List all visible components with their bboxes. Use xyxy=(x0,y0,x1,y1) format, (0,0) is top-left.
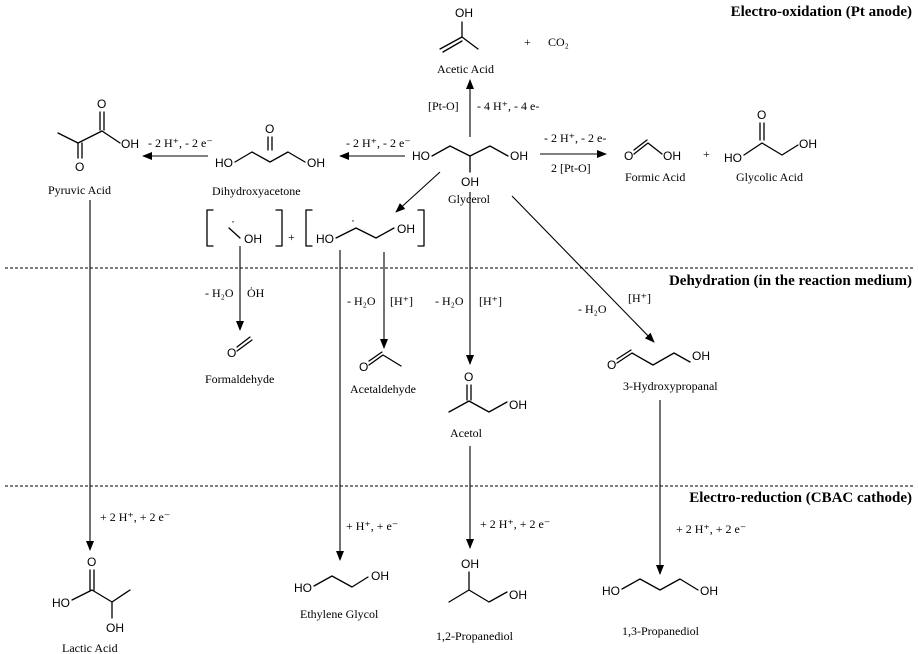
pd13-oh: OH xyxy=(700,584,718,598)
formaldehyde-structure: O xyxy=(227,336,253,360)
formaldehyde-label: Formaldehyde xyxy=(205,372,274,386)
formic-o: O xyxy=(624,149,633,163)
radical-oh-2: OH xyxy=(397,222,415,236)
arrow-to-radicals xyxy=(395,171,441,213)
acetol-structure: O OH xyxy=(448,370,527,413)
eg-ho: HO xyxy=(294,581,312,595)
dihydroxyacetone-label: Dihydroxyacetone xyxy=(212,184,301,198)
glycerol-label: Glycerol xyxy=(448,192,491,206)
lactic-oh: OH xyxy=(106,621,124,635)
acetol-o: O xyxy=(464,370,473,384)
propanediol-13-structure: HO OH xyxy=(602,578,718,598)
pyruvic-o-bottom: O xyxy=(75,160,84,174)
pyruvic-acid-label: Pyruvic Acid xyxy=(48,183,111,197)
glycerol-structure: HO OH OH xyxy=(412,145,528,189)
dha-ho: HO xyxy=(215,156,233,170)
ethylene-glycol-structure: HO OH xyxy=(294,569,389,595)
dihydroxyacetone-structure: O HO OH xyxy=(215,122,325,170)
cond-acetol-h: [H⁺] xyxy=(479,294,502,308)
plus-glycolic: + xyxy=(703,147,710,161)
dha-o: O xyxy=(265,122,274,136)
cond-13-propanediol: + 2 H⁺, + 2 e⁻ xyxy=(676,522,746,536)
acetic-acid-label: Acetic Acid xyxy=(437,62,494,76)
hydroxypropanal-label: 3-Hydroxypropanal xyxy=(623,379,718,393)
acetaldehyde-label: Acetaldehyde xyxy=(350,382,416,396)
cond-formic-pto: 2 [Pt-O] xyxy=(551,161,591,175)
radical-oh-1: OH xyxy=(244,232,262,246)
glycolic-oh: OH xyxy=(799,137,817,151)
lactic-acid-structure: O HO OH xyxy=(52,555,131,635)
cond-acetic-h: - 4 H⁺, - 4 e- xyxy=(477,99,539,113)
cond-formaldehyde-h2o: - H₂O xyxy=(205,286,234,300)
lactic-acid-label: Lactic Acid xyxy=(62,641,118,654)
hp-oh: OH xyxy=(692,349,710,363)
lactic-ho: HO xyxy=(52,596,70,610)
cond-acetic-pto: [Pt-O] xyxy=(428,99,459,113)
radical-bracket-2: HO · OH xyxy=(305,209,425,247)
hp-o: O xyxy=(607,358,616,372)
pd12-oh-top: OH xyxy=(461,557,479,571)
glycerol-ho-left: HO xyxy=(412,149,430,163)
section-title-reduction: Electro-reduction (CBAC cathode) xyxy=(689,490,912,506)
pd12-oh-right: OH xyxy=(509,588,527,602)
acetaldehyde-o: O xyxy=(359,360,368,374)
acetic-oh: OH xyxy=(455,6,473,20)
section-title-dehydration: Dehydration (in the reaction medium) xyxy=(669,273,912,289)
ethylene-glycol-label: Ethylene Glycol xyxy=(300,607,379,621)
glycolic-acid-label: Glycolic Acid xyxy=(736,170,803,184)
section-title-oxidation: Electro-oxidation (Pt anode) xyxy=(731,4,912,20)
glycolic-o: O xyxy=(757,108,766,122)
propanediol-12-structure: OH OH xyxy=(448,557,527,603)
pd13-ho: HO xyxy=(602,584,620,598)
acetaldehyde-structure: O xyxy=(359,351,402,374)
cond-12-propanediol: + 2 H⁺, + 2 e⁻ xyxy=(480,517,550,531)
cond-hp-h2o: - H₂O xyxy=(578,302,607,316)
cond-dha: - 2 H⁺, - 2 e⁻ xyxy=(346,136,411,150)
propanediol-13-label: 1,3-Propanediol xyxy=(622,624,700,638)
eg-oh: OH xyxy=(371,569,389,583)
cond-formaldehyde-oh: ȮH xyxy=(247,285,265,300)
dha-oh: OH xyxy=(307,156,325,170)
plus-co2: + xyxy=(524,35,531,49)
co2-label: CO₂ xyxy=(548,35,569,49)
lactic-o: O xyxy=(87,555,96,569)
formic-acid-structure: O OH xyxy=(624,139,681,163)
glycerol-oh-right: OH xyxy=(510,149,528,163)
acetic-acid-structure: OH xyxy=(439,6,479,53)
glycerol-oh-middle: OH xyxy=(461,175,479,189)
cond-acetaldehyde-h: [H⁺] xyxy=(390,294,413,308)
cond-lactic: + 2 H⁺, + 2 e⁻ xyxy=(100,510,170,524)
formic-acid-label: Formic Acid xyxy=(625,170,685,184)
cond-formic-h: - 2 H⁺, - 2 e- xyxy=(544,131,606,145)
cond-hp-h: [H⁺] xyxy=(628,291,651,305)
glycolic-acid-structure: O HO OH xyxy=(724,108,817,165)
acetol-label: Acetol xyxy=(450,426,483,440)
radical-ho-2: HO xyxy=(316,232,334,246)
formaldehyde-o: O xyxy=(227,346,236,360)
acetol-oh: OH xyxy=(509,398,527,412)
arrow-to-hydroxypropanal xyxy=(511,195,655,343)
cond-acetol-h2o: - H₂O xyxy=(435,294,464,308)
pyruvic-oh: OH xyxy=(121,137,139,151)
radical-dot-2: · xyxy=(351,213,355,227)
radical-dot-1: · xyxy=(231,214,235,228)
cond-ethylene-glycol: + H⁺, + e⁻ xyxy=(346,519,398,533)
hydroxypropanal-structure: O OH xyxy=(607,349,710,372)
cond-pyruvic: - 2 H⁺, - 2 e⁻ xyxy=(148,136,213,150)
propanediol-12-label: 1,2-Propanediol xyxy=(436,629,514,643)
radical-bracket-1: · OH xyxy=(206,209,283,247)
glycolic-ho: HO xyxy=(724,151,742,165)
pyruvic-o-top: O xyxy=(97,97,106,111)
formic-oh: OH xyxy=(663,149,681,163)
pyruvic-acid-structure: O O OH xyxy=(57,97,139,174)
cond-acetaldehyde-h2o: - H₂O xyxy=(347,294,376,308)
plus-radicals: + xyxy=(288,230,295,244)
